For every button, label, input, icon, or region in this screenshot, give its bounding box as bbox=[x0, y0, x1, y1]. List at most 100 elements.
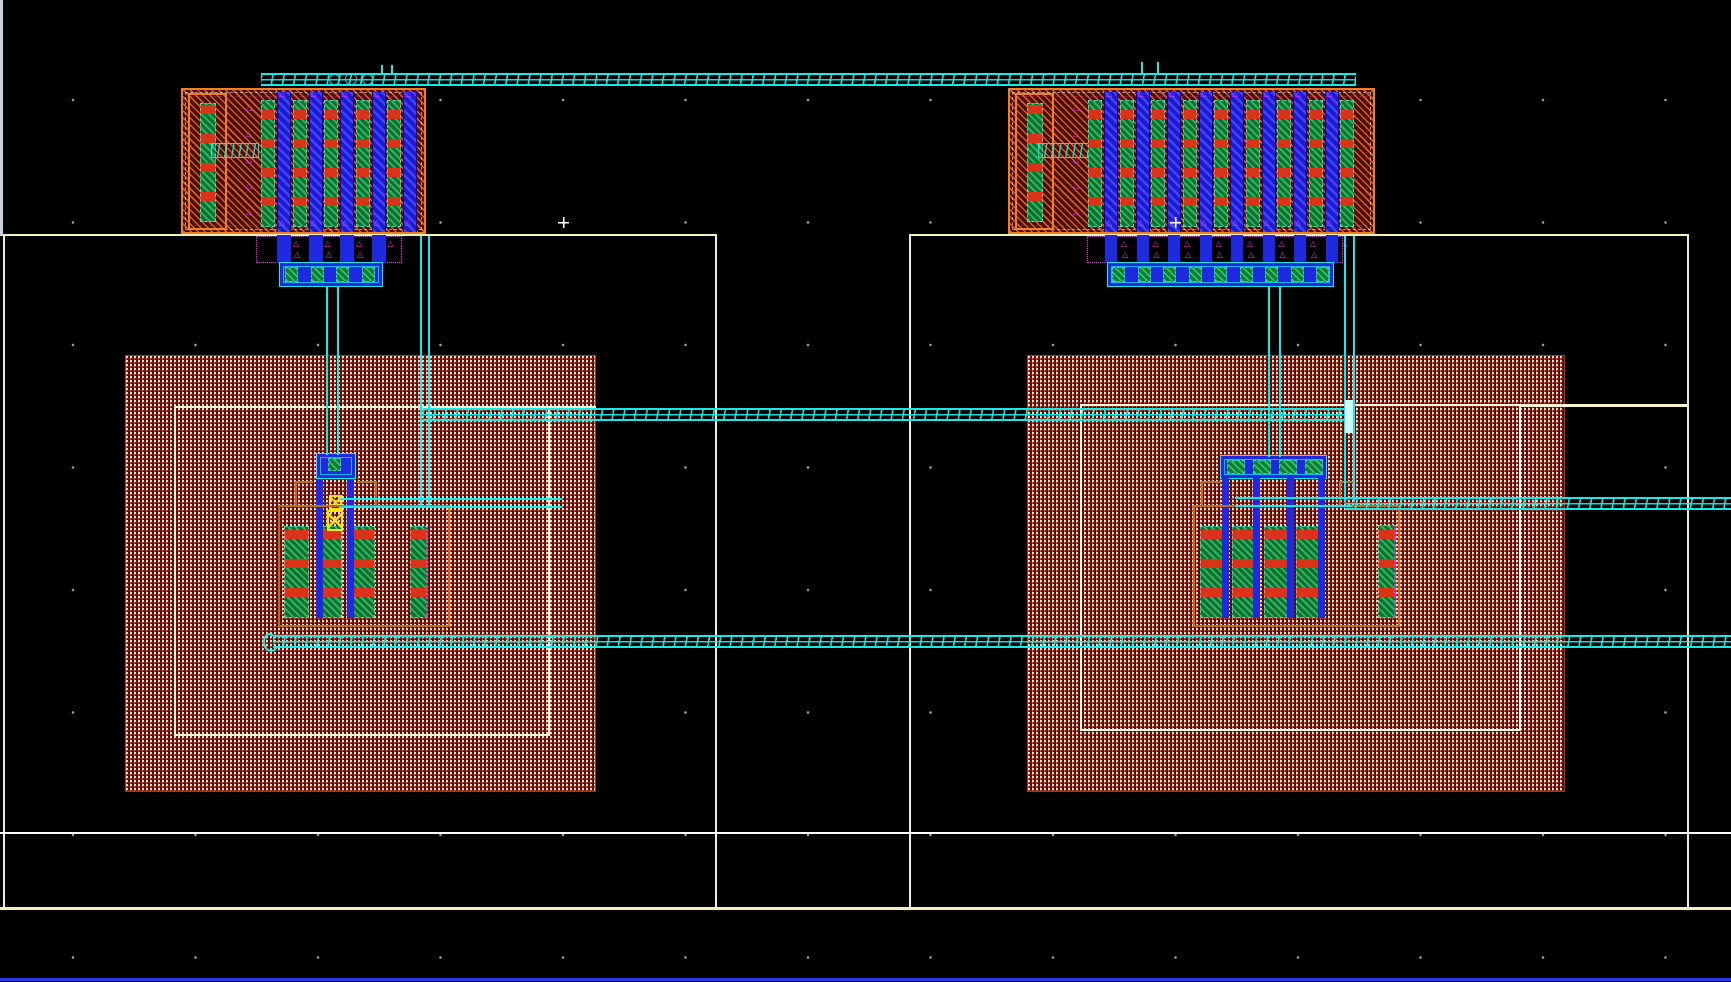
implant-triangle-icon: △ bbox=[1247, 239, 1254, 248]
implant-triangle-icon: △ bbox=[1073, 129, 1080, 138]
poly-finger bbox=[1135, 92, 1150, 232]
net-label-glyph bbox=[345, 73, 357, 85]
implant-triangle-icon: △ bbox=[1232, 89, 1239, 98]
edit-marker-box bbox=[329, 495, 342, 510]
implant-triangle-icon: △ bbox=[1200, 89, 1207, 98]
implant-triangle-icon: △ bbox=[1073, 155, 1080, 164]
implant-triangle-icon: △ bbox=[1184, 239, 1191, 248]
diffusion-column bbox=[1277, 100, 1291, 227]
implant-triangle-icon: △ bbox=[1200, 218, 1207, 227]
implant-triangle-icon: △ bbox=[1216, 250, 1223, 259]
orange-wire bbox=[1339, 481, 1341, 507]
bus-stub bbox=[391, 65, 393, 74]
metal-descender bbox=[1318, 478, 1325, 618]
rail-via bbox=[1214, 267, 1227, 282]
poly-finger bbox=[1324, 92, 1339, 232]
implant-triangle-icon: △ bbox=[1279, 250, 1286, 259]
diffusion-column bbox=[1308, 100, 1323, 227]
metal-strap bbox=[277, 235, 291, 263]
metal-descender bbox=[347, 479, 354, 618]
implant-triangle-icon: △ bbox=[310, 218, 317, 227]
implant-triangle-icon: △ bbox=[356, 239, 363, 248]
orange-wire bbox=[357, 481, 377, 483]
grid-major-cross-icon bbox=[558, 217, 569, 228]
implant-triangle-icon: △ bbox=[1232, 218, 1239, 227]
implant-triangle-icon: △ bbox=[1122, 250, 1129, 259]
contact-via bbox=[1279, 460, 1297, 474]
implant-triangle-icon: △ bbox=[279, 89, 286, 98]
implant-triangle-icon: △ bbox=[342, 218, 349, 227]
implant-triangle-icon: △ bbox=[1137, 218, 1144, 227]
metal-descender bbox=[1287, 478, 1294, 618]
implant-triangle-icon: △ bbox=[1106, 89, 1113, 98]
net-label-glyph bbox=[329, 74, 340, 85]
bottom-blue-rule bbox=[0, 978, 1731, 981]
tap-bar-right bbox=[1027, 103, 1043, 222]
diffusion-column bbox=[1151, 100, 1165, 227]
rail-via bbox=[1188, 267, 1202, 282]
contact-via bbox=[1305, 460, 1323, 474]
contact-via bbox=[328, 458, 341, 471]
implant-triangle-icon: △ bbox=[246, 181, 253, 190]
orange-wire bbox=[1201, 481, 1203, 507]
device-column bbox=[350, 526, 375, 618]
device-column bbox=[1296, 526, 1320, 618]
implant-triangle-icon: △ bbox=[324, 239, 331, 248]
implant-triangle-icon: △ bbox=[1326, 89, 1333, 98]
inner-guide-left-ext bbox=[550, 406, 596, 408]
implant-triangle-icon: △ bbox=[342, 89, 349, 98]
implant-triangle-icon: △ bbox=[1310, 239, 1317, 248]
metal-strap bbox=[1231, 235, 1243, 263]
rail-via bbox=[336, 267, 349, 282]
implant-triangle-icon: △ bbox=[1121, 239, 1128, 248]
orange-wire bbox=[1339, 481, 1355, 483]
implant-triangle-icon: △ bbox=[1073, 181, 1080, 190]
tap-frame-right bbox=[1015, 93, 1054, 230]
implant-triangle-icon: △ bbox=[405, 218, 412, 227]
implant-triangle-icon: △ bbox=[373, 89, 380, 98]
implant-triangle-icon: △ bbox=[1073, 103, 1080, 112]
inner-guide-left bbox=[174, 406, 550, 736]
metal-strap bbox=[340, 235, 354, 263]
inner-guide-right bbox=[1080, 404, 1521, 731]
metal-bus-top bbox=[261, 73, 1356, 86]
inner-guide-right-ext bbox=[1521, 404, 1689, 407]
poly-finger bbox=[403, 92, 417, 232]
implant-triangle-icon: △ bbox=[246, 103, 253, 112]
poly-finger bbox=[1104, 92, 1118, 232]
implant-triangle-icon: △ bbox=[246, 207, 253, 216]
metal-bus-right-out bbox=[1345, 497, 1731, 510]
implant-triangle-icon: △ bbox=[1295, 218, 1302, 227]
window-edge-line bbox=[0, 0, 3, 236]
wire-elbow-left bbox=[340, 498, 562, 508]
poly-finger bbox=[277, 92, 291, 232]
poly-finger bbox=[371, 92, 386, 232]
diffusion-column bbox=[387, 100, 401, 227]
rail-via bbox=[1239, 267, 1253, 282]
device-column bbox=[284, 526, 309, 618]
metal-strap bbox=[371, 235, 386, 263]
device-column bbox=[1264, 526, 1288, 618]
implant-triangle-icon: △ bbox=[279, 218, 286, 227]
metal-descender bbox=[316, 479, 323, 618]
metal-strap bbox=[1168, 235, 1180, 263]
implant-triangle-icon: △ bbox=[1263, 218, 1270, 227]
metal-strap bbox=[1105, 235, 1117, 263]
contact-via bbox=[1227, 460, 1245, 474]
metal-strap bbox=[1136, 235, 1149, 263]
bus-stub bbox=[381, 65, 383, 74]
implant-triangle-icon: △ bbox=[387, 239, 394, 248]
metal-descender bbox=[1222, 478, 1229, 618]
orange-wire bbox=[295, 481, 313, 483]
edit-marker-box bbox=[327, 510, 343, 531]
diffusion-column bbox=[261, 100, 275, 227]
implant-triangle-icon: △ bbox=[1152, 239, 1159, 248]
rail-via bbox=[310, 267, 324, 282]
metal-strap bbox=[1262, 235, 1275, 263]
diffusion-column bbox=[1214, 100, 1228, 227]
wire-pair-left-b bbox=[420, 236, 430, 508]
diffusion-column bbox=[1119, 100, 1134, 227]
metal-strap bbox=[308, 235, 323, 263]
orange-wire bbox=[375, 481, 377, 507]
